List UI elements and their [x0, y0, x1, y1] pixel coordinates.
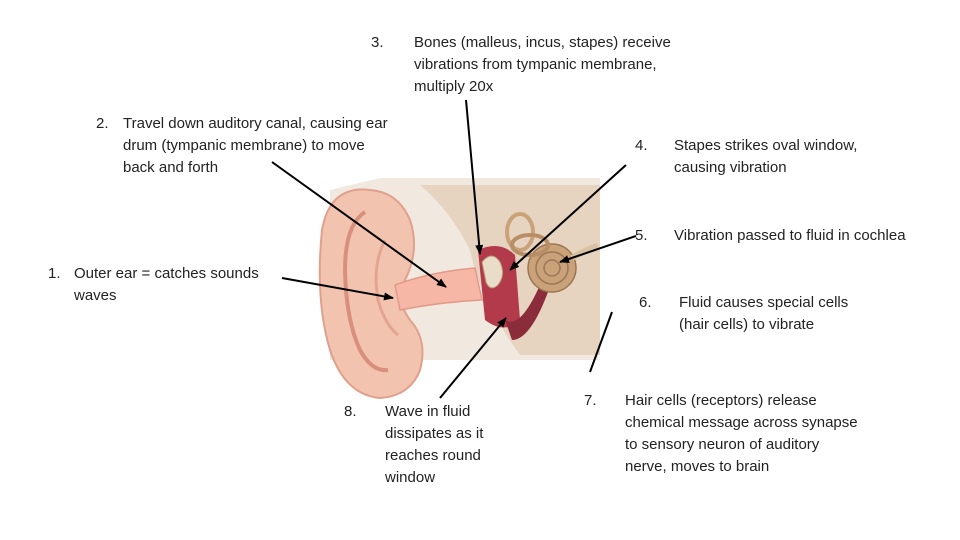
step-2-number: 2.: [96, 115, 109, 132]
step-8-number: 8.: [344, 403, 357, 420]
arrow-step-3: [465, 99, 484, 255]
arrow-step-2: [271, 161, 447, 288]
connector-step-6: [589, 311, 613, 373]
step-3-number: 3.: [371, 34, 384, 51]
step-4-number: 4.: [635, 137, 648, 154]
step-5-number: 5.: [635, 227, 648, 244]
step-5-label: Vibration passed to fluid in cochlea: [674, 227, 906, 244]
step-2-label: Travel down auditory canal, causing ear …: [123, 115, 388, 176]
arrow-step-8: [439, 317, 507, 399]
eustachian-tube: [505, 285, 548, 340]
arrow-step-1: [281, 277, 394, 301]
auditory-canal: [394, 267, 483, 311]
semicircular-canals: [505, 212, 550, 257]
cochlea: [527, 243, 577, 293]
step-7-number: 7.: [584, 392, 597, 409]
ossicles: [481, 255, 504, 289]
step-4-label: Stapes strikes oval window, causing vibr…: [674, 137, 858, 176]
arrow-step-5: [559, 235, 637, 263]
step-3-label: Bones (malleus, incus, stapes) receive v…: [414, 34, 671, 95]
step-1-label: Outer ear = catches sounds waves: [74, 265, 259, 304]
step-1-number: 1.: [48, 265, 61, 282]
step-6-number: 6.: [639, 294, 652, 311]
arrow-step-4: [509, 164, 627, 271]
pinna-fold: [342, 210, 389, 373]
pinna-inner-fold: [374, 239, 399, 337]
step-6-label: Fluid causes special cells (hair cells) …: [679, 294, 849, 333]
step-8-label: Wave in fluid dissipates as it reaches r…: [385, 403, 484, 486]
step-7-label: Hair cells (receptors) release chemical …: [625, 392, 858, 475]
